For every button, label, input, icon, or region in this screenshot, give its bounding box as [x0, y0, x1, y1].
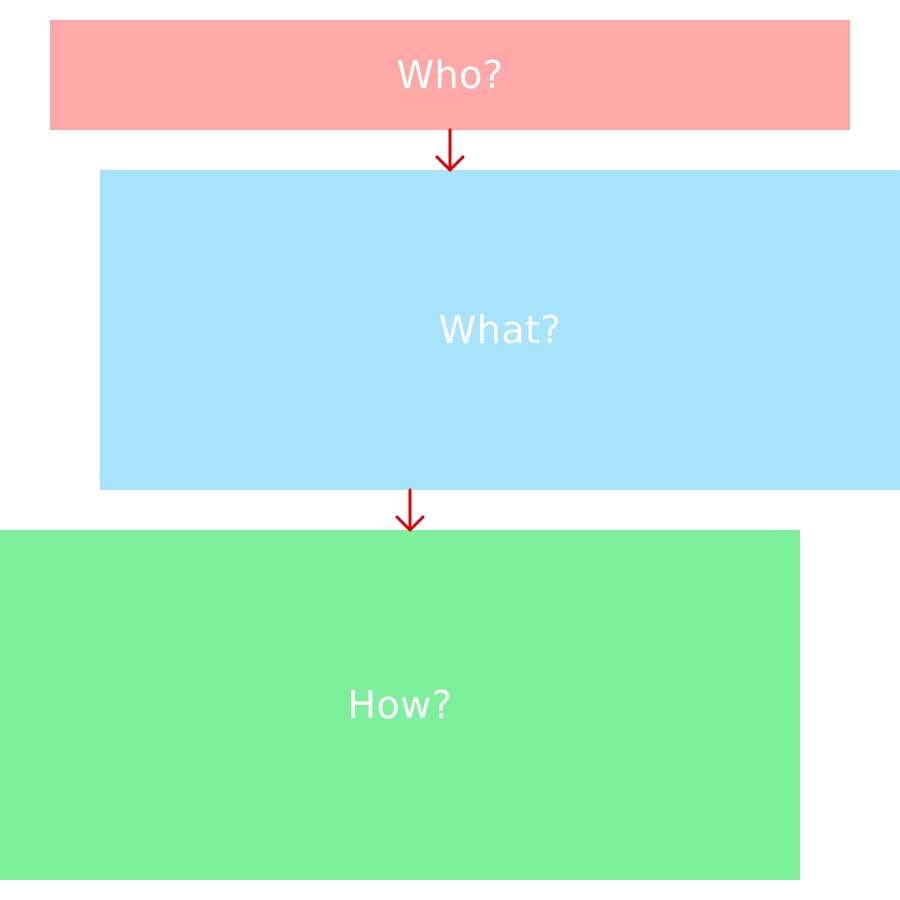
arrow-who-to-what-head — [435, 155, 465, 172]
node-who-label: Who? — [396, 53, 504, 97]
arrow-what-to-how-head — [395, 515, 425, 532]
node-how-label: How? — [347, 683, 453, 727]
arrow-who-to-what — [435, 128, 465, 172]
arrow-what-to-how — [395, 488, 425, 532]
node-what-label: What? — [438, 308, 562, 352]
node-how-box: How? — [0, 530, 800, 880]
node-what-box: What? — [100, 170, 900, 490]
node-who-box: Who? — [50, 20, 850, 130]
